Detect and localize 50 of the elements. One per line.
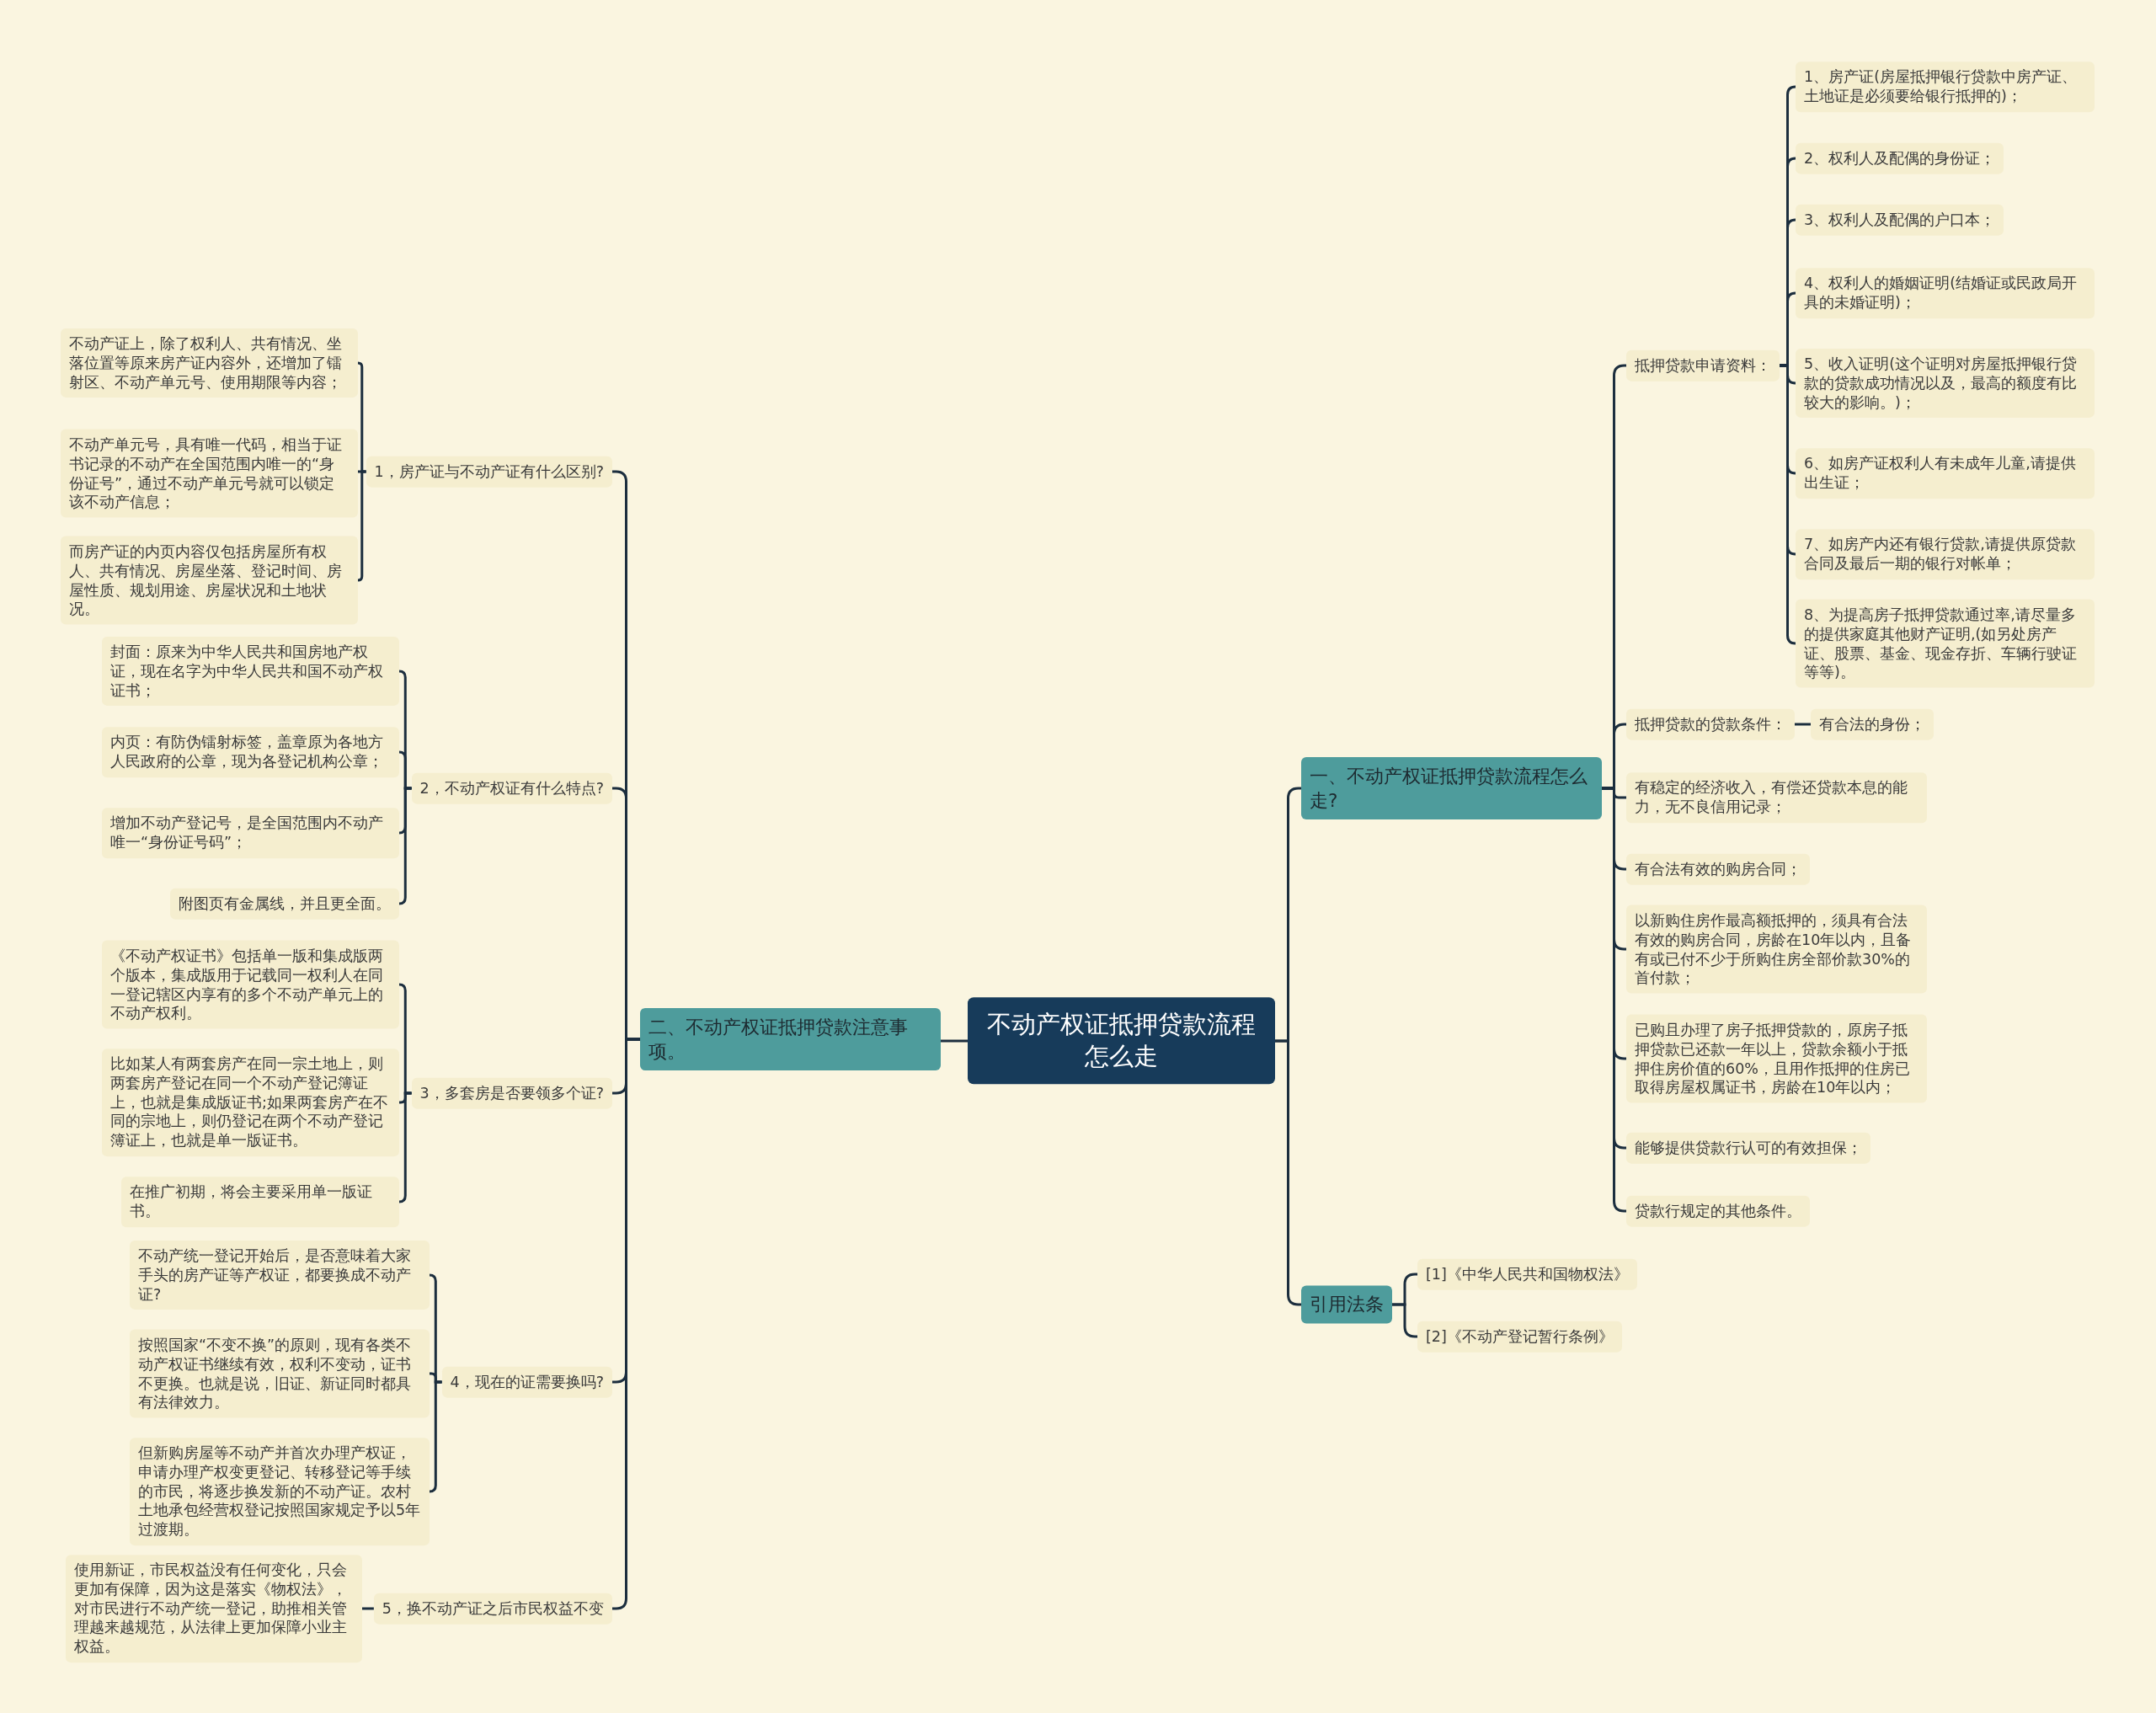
note-box: 6、如房产证权利人有未成年儿童,请提供出生证； [1796, 448, 2095, 499]
note-box: 已购且办理了房子抵押贷款的，原房子抵押贷款已还款一年以上，贷款余额小于抵押住房价值的60%，且用作抵押的住房已取得房屋权属证书，房龄在10年以内； [1626, 1014, 1927, 1103]
note-box: 有稳定的经济收入，有偿还贷款本息的能力，无不良信用记录； [1626, 772, 1927, 823]
note-box: 不动产单元号，具有唯一代码，相当于证书记录的不动产在全国范围内唯一的“身份证号”，通过不动产单元号就可以锁定该不动产信息； [61, 429, 358, 518]
note-box: 抵押贷款的贷款条件： [1626, 708, 1795, 740]
note-box: 不动产统一登记开始后，是否意味着大家手头的房产证等产权证，都要换成不动产证? [130, 1240, 430, 1310]
central-topic: 不动产权证抵押贷款流程怎么走 [968, 997, 1275, 1085]
note-box: 内页：有防伪镭射标签，盖章原为各地方人民政府的公章，现为各登记机构公章； [102, 727, 399, 777]
topic-box: 一、不动产权证抵押贷款流程怎么走? [1301, 757, 1602, 819]
connector-line [1795, 723, 1811, 726]
note-box: 不动产证上，除了权利人、共有情况、坐落位置等原来房产证内容外，还增加了镭射区、不动产单元号、使用期限等内容； [61, 328, 358, 398]
connector-line [398, 787, 412, 905]
note-box: 1，房产证与不动产证有什么区别? [366, 456, 612, 488]
note-box: 贷款行规定的其他条件。 [1626, 1195, 1810, 1227]
topic-box: 引用法条 [1301, 1285, 1392, 1324]
connector-line [1392, 1303, 1417, 1338]
connector-line [362, 1607, 374, 1610]
note-box: 8、为提高房子抵押贷款通过率,请尽量多的提供家庭其他财产证明,(如另处房产证、股票、基金、现金存折、车辆行驶证等等)。 [1796, 599, 2095, 688]
note-box: 4、权利人的婚姻证明(结婚证或民政局开具的未婚证明)； [1796, 268, 2095, 318]
note-box: 使用新证，市民权益没有任何变化，只会更加有保障，因为这是落实《物权法》，对市民进行不动产统一登记，助推相关管理越来越规范，从法律上更加保障小业主权益。 [66, 1555, 362, 1662]
note-box: 7、如房产内还有银行贷款,请提供原贷款合同及最后一期的银行对帐单； [1796, 529, 2095, 579]
connector-line [356, 470, 366, 582]
note-box: 增加不动产登记号，是全国范围内不动产唯一“身份证号码”； [102, 808, 399, 858]
note-box: 抵押贷款申请资料： [1626, 350, 1780, 382]
note-box: [1]《中华人民共和国物权法》 [1417, 1258, 1637, 1290]
note-box: 1、房产证(房屋抵押银行贷款中房产证、土地证是必须要给银行抵押的)； [1796, 61, 2095, 112]
note-box: 2、权利人及配偶的身份证； [1796, 142, 2004, 174]
note-box: 能够提供贷款行认可的有效担保； [1626, 1132, 1870, 1164]
note-box: 4，现在的证需要换吗? [441, 1366, 612, 1398]
note-box: 5，换不动产证之后市民权益不变 [373, 1593, 612, 1625]
note-box: 按照国家“不变不换”的原则，现有各类不动产权证书继续有效，权利不变动，证书不更换。也就是说，旧证、新证同时都具有法律效力。 [130, 1329, 430, 1418]
note-box: 有合法有效的购房合同； [1626, 853, 1810, 885]
connector-line [428, 1380, 442, 1493]
note-box: 有合法的身份； [1811, 708, 1934, 740]
note-box: 2，不动产权证有什么特点? [411, 772, 612, 804]
note-box: 以新购住房作最高额抵押的，须具有合法有效的购房合同，房龄在10年以内，且备有或已付不少于所购住房全部价款30%的首付款； [1626, 905, 1927, 994]
note-box: 在推广初期，将会主要采用单一版证书。 [121, 1177, 399, 1227]
note-box: 比如某人有两套房产在同一宗土地上，则两套房产登记在同一个不动产登记簿证上，也就是集成版证书;如果两套房产在不同的宗地上，则仍登记在两个不动产登记簿证上，也就是单一版证书。 [102, 1049, 399, 1156]
connector-line [398, 1091, 412, 1203]
note-box: 5、收入证明(这个证明对房屋抵押银行贷款的贷款成功情况以及，最高的额度有比较大的影响。)； [1796, 348, 2095, 419]
note-box: 但新购房屋等不动产并首次办理产权证，申请办理产权变更登记、转移登记等手续的市民，将逐步换发新的不动产证。农村土地承包经营权登记按照国家规定予以5年过渡期。 [130, 1438, 430, 1545]
note-box: [2]《不动产登记暂行条例》 [1417, 1321, 1622, 1353]
note-box: 3，多套房是否要领多个证? [411, 1077, 612, 1109]
note-box: 而房产证的内页内容仅包括房屋所有权人、共有情况、房屋坐落、登记时间、房屋性质、规划用途、房屋状况和土地状况。 [61, 536, 358, 625]
topic-box: 二、不动产权证抵押贷款注意事项。 [640, 1008, 941, 1070]
note-box: 3、权利人及配偶的户口本； [1796, 204, 2004, 236]
note-box: 封面：原来为中华人民共和国房地产权证，现在名字为中华人民共和国不动产权证书； [102, 636, 399, 707]
connector-line [941, 1039, 968, 1043]
note-box: 《不动产权证书》包括单一版和集成版两个版本，集成版用于记载同一权利人在同一登记辖区内享有的多个不动产单元上的不动产权利。 [102, 940, 399, 1029]
note-box: 附图页有金属线，并且更全面。 [170, 888, 399, 920]
